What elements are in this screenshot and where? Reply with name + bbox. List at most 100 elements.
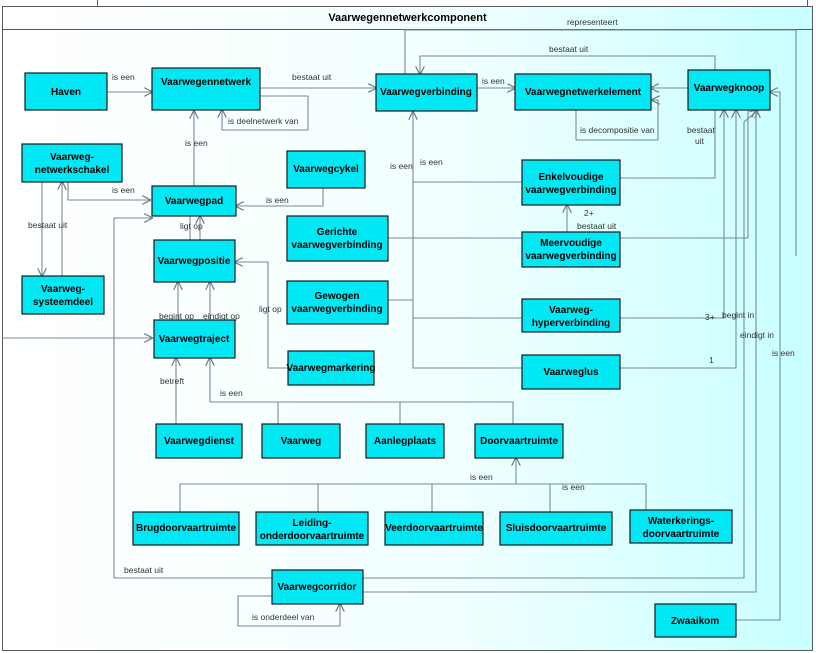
edge-corridor-knoop2 [363,110,756,593]
node-hyperverbinding[interactable]: Vaarweg- hyperverbinding [521,298,621,333]
node-label: Vaarweg- [41,284,85,295]
node-label: Vaarweg [281,436,322,447]
node-vaarwegennetwerk[interactable]: Vaarwegennetwerk [151,67,261,111]
node-vaarwegdienst[interactable]: Vaarwegdienst [155,423,243,459]
edge-label: ligt op [180,221,203,231]
edge-representeert [404,29,797,256]
edge-hyper-knoop [620,110,724,319]
node-vaarwegtraject[interactable]: Vaarwegtraject [153,319,236,359]
edge-label: 2+ [584,208,594,218]
node-vaarwegcykel[interactable]: Vaarwegcykel [286,150,366,189]
node-label: Zwaaikom [671,616,719,627]
edge-bestaat-uit-top [420,55,716,74]
node-vaarwegverbinding[interactable]: Vaarwegverbinding [375,73,478,112]
edge-label: bestaat uit [549,44,589,54]
edge-corridor-pad [113,218,272,579]
edge-label: is een [562,482,585,492]
edge-zwaaikom-knoop [736,92,781,621]
nodes[interactable]: Haven Vaarwegennetwerk Vaarwegverbinding… [21,67,771,638]
node-label: Meervoudige [540,238,602,249]
node-enkelvoudige[interactable]: Enkelvoudige vaarwegverbinding [521,159,621,206]
edge-label: is onderdeel van [252,612,315,622]
node-label: Vaarwegpositie [158,256,231,267]
edge-label: is een [220,388,243,398]
edge-lus-knoop [620,110,736,369]
node-label: Vaarwegverbinding [380,87,472,98]
node-label: Haven [51,87,81,98]
node-aanlegplaats[interactable]: Aanlegplaats [365,423,445,459]
edge-label: is een [482,76,505,86]
node-label: onderdoorvaartruimte [260,531,365,542]
node-gewogen[interactable]: Gewogen vaarwegverbinding [286,280,389,325]
node-waterkeringsdoorvaartruimte[interactable]: Waterkerings- doorvaartruimte [629,509,733,544]
node-label: netwerkschakel [35,165,110,176]
node-vaarwegnetwerkschakel[interactable]: Vaarweg- netwerkschakel [21,143,123,183]
edge-corridor-knoop [363,110,758,579]
node-label: Vaarwegpad [165,196,223,207]
node-vaarwegcorridor[interactable]: Vaarwegcorridor [271,569,364,605]
node-label: Vaarwegennetwerk [161,77,251,88]
node-label: Aanlegplaats [374,436,437,447]
edge-brug-tree [179,483,647,512]
edge-label: bestaat [687,125,716,135]
node-label: Brugdoorvaartruimte [136,523,236,534]
node-label: Vaarwegcorridor [278,582,357,593]
node-label: Gerichte [317,227,358,238]
node-label: Vaarwegcykel [293,164,359,175]
edge-label: betreft [160,376,185,386]
edge-label: begint in [722,310,754,320]
node-leidingonderdoorvaartruimte[interactable]: Leiding- onderdoorvaartruimte [255,511,369,546]
edge-label: is deelnetwerk van [228,116,299,126]
node-veerdoorvaartruimte[interactable]: Veerdoorvaartruimte [384,511,484,546]
node-zwaaikom[interactable]: Zwaaikom [654,603,737,638]
node-label: vaarwegverbinding [291,240,382,251]
node-label: Vaarwegtraject [159,334,230,345]
node-vaarwegpositie[interactable]: Vaarwegpositie [153,239,236,283]
node-meervoudige[interactable]: Meervoudige vaarwegverbinding [521,231,621,268]
node-label: Leiding- [293,518,332,529]
node-sluisdoorvaartruimte[interactable]: Sluisdoorvaartruimte [499,511,613,546]
node-gerichte[interactable]: Gerichte vaarwegverbinding [286,215,389,262]
edge-label: ligt op [259,304,282,314]
edge-verbinding-trunk [413,112,522,369]
edge-label: is decompositie van [580,125,655,135]
edge-schakel-pad [67,182,150,200]
node-systeemdeel[interactable]: Vaarweg- systeemdeel [21,275,105,315]
edge-label: begint op [159,311,194,321]
node-doorvaartruimte[interactable]: Doorvaartruimte [474,423,564,459]
edge-label: representeert [567,17,618,27]
node-vaarwegmarkering[interactable]: Vaarwegmarkering [287,350,376,386]
edge-label: bestaat uit [292,72,332,82]
edge-label: bestaat uit [577,221,617,231]
node-label: Vaarwegnetwerkelement [525,87,642,98]
node-label: Vaarweglus [543,367,598,378]
edge-label: is een [470,472,493,482]
edge-label: uit [695,136,705,146]
node-vaarwegknoop[interactable]: Vaarwegknoop [687,69,771,111]
node-label: Vaarweg- [50,152,94,163]
node-label: Gewogen [314,291,359,302]
edge-label: bestaat uit [28,220,68,230]
node-label: vaarwegverbinding [525,185,616,196]
edge-markering-positie [235,262,288,369]
node-haven[interactable]: Haven [24,72,108,111]
edge-label: is een [772,348,795,358]
edge-label: is een [390,161,413,171]
node-label: Veerdoorvaartruimte [385,523,483,534]
edge-tree-traject [210,358,514,424]
node-vaarweglus[interactable]: Vaarweglus [521,354,621,390]
node-label: Vaarwegmarkering [287,363,376,374]
node-vaarweg[interactable]: Vaarweg [261,423,341,459]
node-label: Doorvaartruimte [480,436,558,447]
edge-label: is een [266,195,289,205]
node-brugdoorvaartruimte[interactable]: Brugdoorvaartruimte [132,511,240,546]
edge-label: 1 [709,355,714,365]
frame-divider-tick [807,0,808,6]
node-label: Waterkerings- [648,516,714,527]
node-label: Enkelvoudige [538,172,603,183]
node-vaarwegpad[interactable]: Vaarwegpad [151,185,237,217]
edge-label: eindigt in [740,330,774,340]
node-vaarwegnetwerkelement[interactable]: Vaarwegnetwerkelement [514,73,652,111]
edge-label: eindigt op [203,311,240,321]
node-label: vaarwegverbinding [291,304,382,315]
